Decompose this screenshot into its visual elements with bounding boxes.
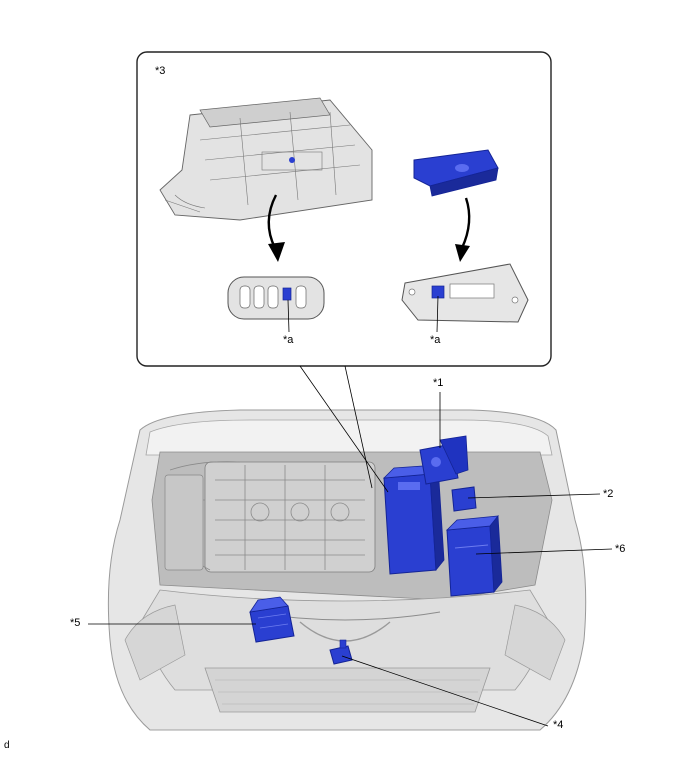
arrow-right-head <box>455 244 470 262</box>
inverter-assembly <box>159 97 373 221</box>
inset-box <box>136 51 552 367</box>
part-1-block <box>419 435 469 485</box>
part-2-block <box>451 486 477 512</box>
leader-lines <box>88 365 613 727</box>
part-6-battery <box>445 514 503 597</box>
callout-5: *5 <box>70 617 81 629</box>
part-5-unit <box>249 596 295 643</box>
callout-1: *1 <box>433 377 444 389</box>
terminal-block-right <box>401 263 529 323</box>
vehicle-front <box>107 409 587 731</box>
arrow-left-head <box>268 242 285 262</box>
connector-right-label: *a <box>430 334 441 346</box>
arrow-right <box>460 197 471 249</box>
callout-2: *2 <box>603 488 614 500</box>
inset-label-3: *3 <box>155 65 166 77</box>
connector-left-label: *a <box>283 334 294 346</box>
figure-id: d <box>4 740 10 751</box>
connector-left <box>227 276 325 320</box>
callout-4: *4 <box>553 719 564 731</box>
part-4-sensor <box>329 639 353 665</box>
callout-6: *6 <box>615 543 626 555</box>
blue-cover <box>413 149 499 197</box>
